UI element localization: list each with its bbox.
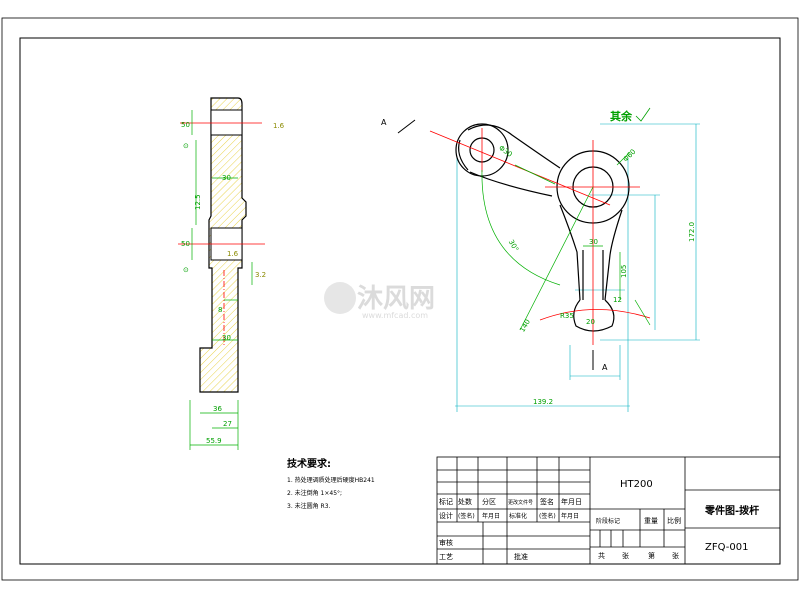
notes-item-3: 3. 未注圆角 R3. <box>287 502 331 510</box>
notes-item-1: 1. 热处理调质处理后硬度HB241 <box>287 476 375 484</box>
dim-top-thickness: 1.6 <box>273 122 285 130</box>
label-process: 工艺 <box>439 553 453 561</box>
dim-offset-3-2: 3.2 <box>255 271 266 279</box>
label-sheets: 张 <box>622 551 629 560</box>
title-block: HT200 零件图-拨杆 ZFQ-001 标记 处数 分区 更改文件号 签名 年… <box>436 456 781 565</box>
arm-right-edge <box>604 209 623 301</box>
dim-d-30: 30 <box>589 238 598 246</box>
label-count: 处数 <box>458 497 472 506</box>
front-centerline-diag <box>429 130 611 206</box>
outer-frame <box>1 17 799 581</box>
label-change-doc: 更改文件号 <box>508 499 533 506</box>
dim-len-12: 12 <box>613 296 622 304</box>
roughness-symbol-top: ⊙ <box>183 142 189 150</box>
label-standard-sign: (签名) <box>539 512 556 520</box>
roughness-symbol-mid: ⊙ <box>183 266 189 274</box>
dim-r-35: R35 <box>560 312 574 320</box>
material: HT200 <box>620 479 653 490</box>
angle-arc <box>481 169 561 286</box>
roughness-icon <box>635 107 651 122</box>
part-name: 零件图-拨杆 <box>704 504 759 517</box>
label-approve: 批准 <box>514 552 528 561</box>
dim-dia-top: Φ30 <box>497 144 513 159</box>
label-mark: 标记 <box>439 497 453 506</box>
dim-d-upper: 30 <box>222 174 231 182</box>
notes-item-2: 2. 未注倒角 1×45°; <box>287 489 342 497</box>
label-zone: 分区 <box>482 497 496 506</box>
dia-leader <box>616 151 631 166</box>
inner-frame <box>19 37 781 565</box>
label-sheet-no: 第 <box>648 551 655 560</box>
dim-d-lower: 30 <box>222 334 231 342</box>
dim-d-top-hole: 50 <box>181 121 190 129</box>
title-block-frame <box>436 456 781 565</box>
label-stage-mark: 阶段标记 <box>596 517 620 525</box>
dim-r-20: 20 <box>586 318 595 326</box>
label-standard-date: 年月日 <box>561 512 579 520</box>
side-view: 50 1.6 30 12.5 50 1.6 3.2 8 30 36 27 55.… <box>178 97 285 450</box>
dim-len-105: 105 <box>620 265 628 278</box>
lever-upper-edge <box>467 124 561 169</box>
dim-dia-center: Φ60 <box>622 148 638 164</box>
dim-line <box>634 299 651 326</box>
notes-title: 技术要求: <box>287 457 331 470</box>
dim-width-27: 27 <box>223 420 232 428</box>
label-sign: 签名 <box>540 497 554 506</box>
label-scale: 比例 <box>667 516 681 525</box>
dim-width: 139.2 <box>533 398 553 406</box>
dim-mid-thickness: 1.6 <box>227 250 239 258</box>
arm-bottom-boss <box>573 299 615 332</box>
lever-lower-edge <box>469 171 553 197</box>
front-arc-centerline <box>539 309 651 321</box>
dim-overall-width: 55.9 <box>206 437 222 445</box>
section-label-bottom: A <box>602 363 608 372</box>
label-standard: 标准化 <box>509 512 527 520</box>
dim-d-small: 8 <box>218 306 222 314</box>
label-design: 设计 <box>439 511 453 520</box>
label-sheets-total: 共 <box>598 551 605 560</box>
lever-left-edge <box>458 139 469 171</box>
diag-dim-line <box>519 186 594 331</box>
technical-notes: 技术要求: 1. 热处理调质处理后硬度HB241 2. 未注倒角 1×45°; … <box>287 457 375 510</box>
dim-width-36: 36 <box>213 405 222 413</box>
label-review: 审核 <box>439 538 453 547</box>
dim-angle: 30° <box>507 238 520 253</box>
watermark-brand: 沐风网 <box>357 284 435 314</box>
roughness-note: 其余 <box>610 109 633 123</box>
front-view: A A 其余 Φ60 Φ30 30° 140 30 105 12 20 R35 … <box>381 107 700 412</box>
watermark: 沐风网 www.mfcad.com <box>324 282 435 320</box>
watermark-url: www.mfcad.com <box>362 311 428 320</box>
dim-height: 172.0 <box>688 222 696 242</box>
drawing-number: ZFQ-001 <box>705 542 748 553</box>
dim-len-12-5: 12.5 <box>194 194 202 210</box>
section-mark-top <box>397 119 416 134</box>
label-design-date: 年月日 <box>482 512 500 520</box>
side-top-hole <box>210 109 243 136</box>
dia-leader-top <box>514 164 556 185</box>
label-date: 年月日 <box>561 497 582 506</box>
dim-diag: 140 <box>518 318 532 334</box>
section-label-top: A <box>381 118 387 127</box>
label-design-sign: (签名) <box>458 512 475 520</box>
label-weight: 重量 <box>644 517 658 525</box>
dim-d-mid-hole: 50 <box>181 240 190 248</box>
watermark-logo-icon <box>324 282 356 314</box>
label-sheet-unit: 张 <box>672 551 679 560</box>
